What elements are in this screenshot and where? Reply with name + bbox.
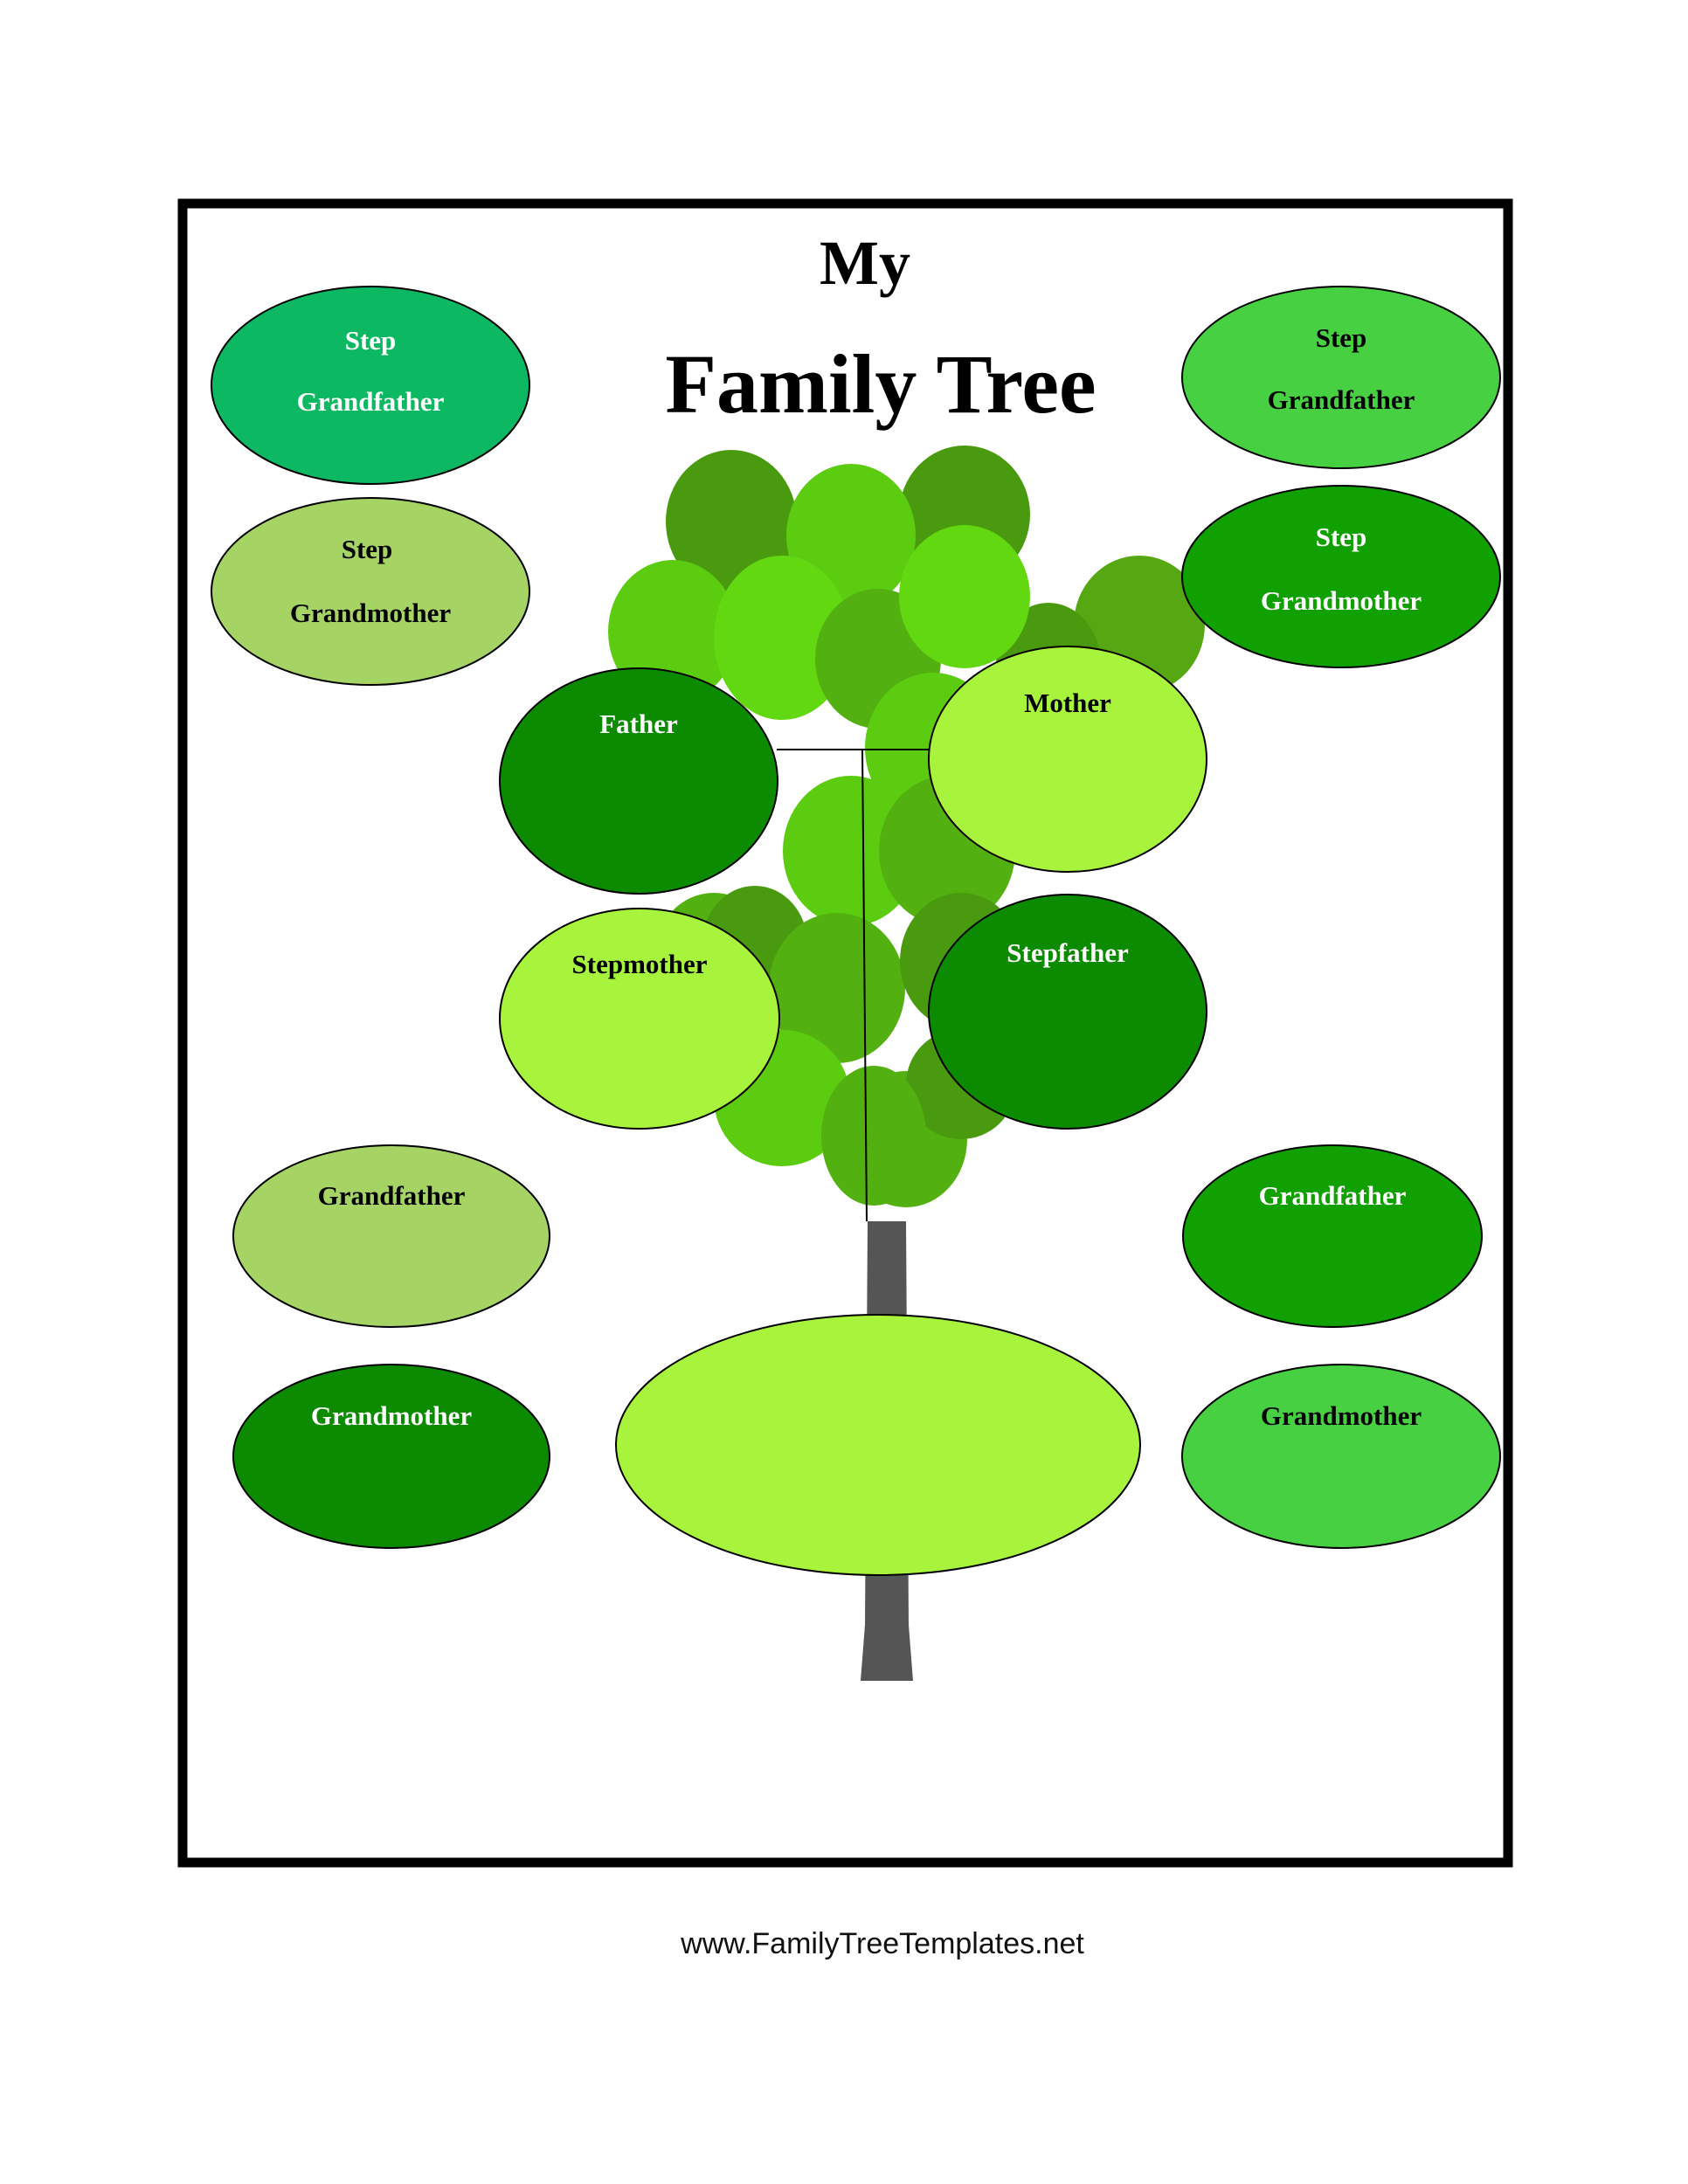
member-stepmother[interactable]: Stepmother: [499, 908, 780, 1130]
member-stepfather[interactable]: Stepfather: [928, 894, 1207, 1130]
member-label: Mother: [1024, 688, 1111, 718]
member-mother[interactable]: Mother: [928, 646, 1207, 873]
member-grandfather-left[interactable]: Grandfather: [232, 1144, 550, 1328]
member-label: Grandfather: [1268, 384, 1415, 415]
member-label: Step: [342, 534, 393, 564]
footer-website: www.FamilyTreeTemplates.net: [680, 1927, 1084, 1960]
member-grandmother-left[interactable]: Grandmother: [232, 1364, 550, 1549]
member-label: Grandmother: [1261, 585, 1422, 616]
title-family-tree: Family Tree: [665, 337, 1096, 431]
member-label: Grandmother: [1261, 1400, 1422, 1431]
member-label: Grandmother: [290, 598, 452, 628]
member-label: Step: [1316, 322, 1367, 353]
member-label: Step: [345, 325, 397, 356]
member-step-grandmother-right[interactable]: Step Grandmother: [1181, 485, 1501, 668]
member-label: Stepfather: [1007, 937, 1129, 968]
member-step-grandfather-left[interactable]: Step Grandfather: [211, 286, 530, 485]
title-my: My: [820, 228, 910, 298]
member-step-grandfather-right[interactable]: Step Grandfather: [1181, 286, 1501, 469]
member-label: Step: [1316, 522, 1367, 552]
member-label: Grandfather: [297, 386, 445, 417]
member-label: Grandfather: [1259, 1180, 1407, 1211]
member-label: Stepmother: [572, 949, 708, 979]
member-grandfather-right[interactable]: Grandfather: [1182, 1144, 1483, 1328]
member-label: Grandfather: [318, 1180, 466, 1211]
member-label: Grandmother: [311, 1400, 473, 1431]
member-step-grandmother-left[interactable]: Step Grandmother: [211, 497, 530, 686]
member-grandmother-right[interactable]: Grandmother: [1181, 1364, 1501, 1549]
member-self[interactable]: [615, 1314, 1141, 1576]
member-label: Father: [599, 708, 678, 739]
trunk-connector-line: [861, 749, 868, 1222]
member-father[interactable]: Father: [499, 667, 778, 895]
